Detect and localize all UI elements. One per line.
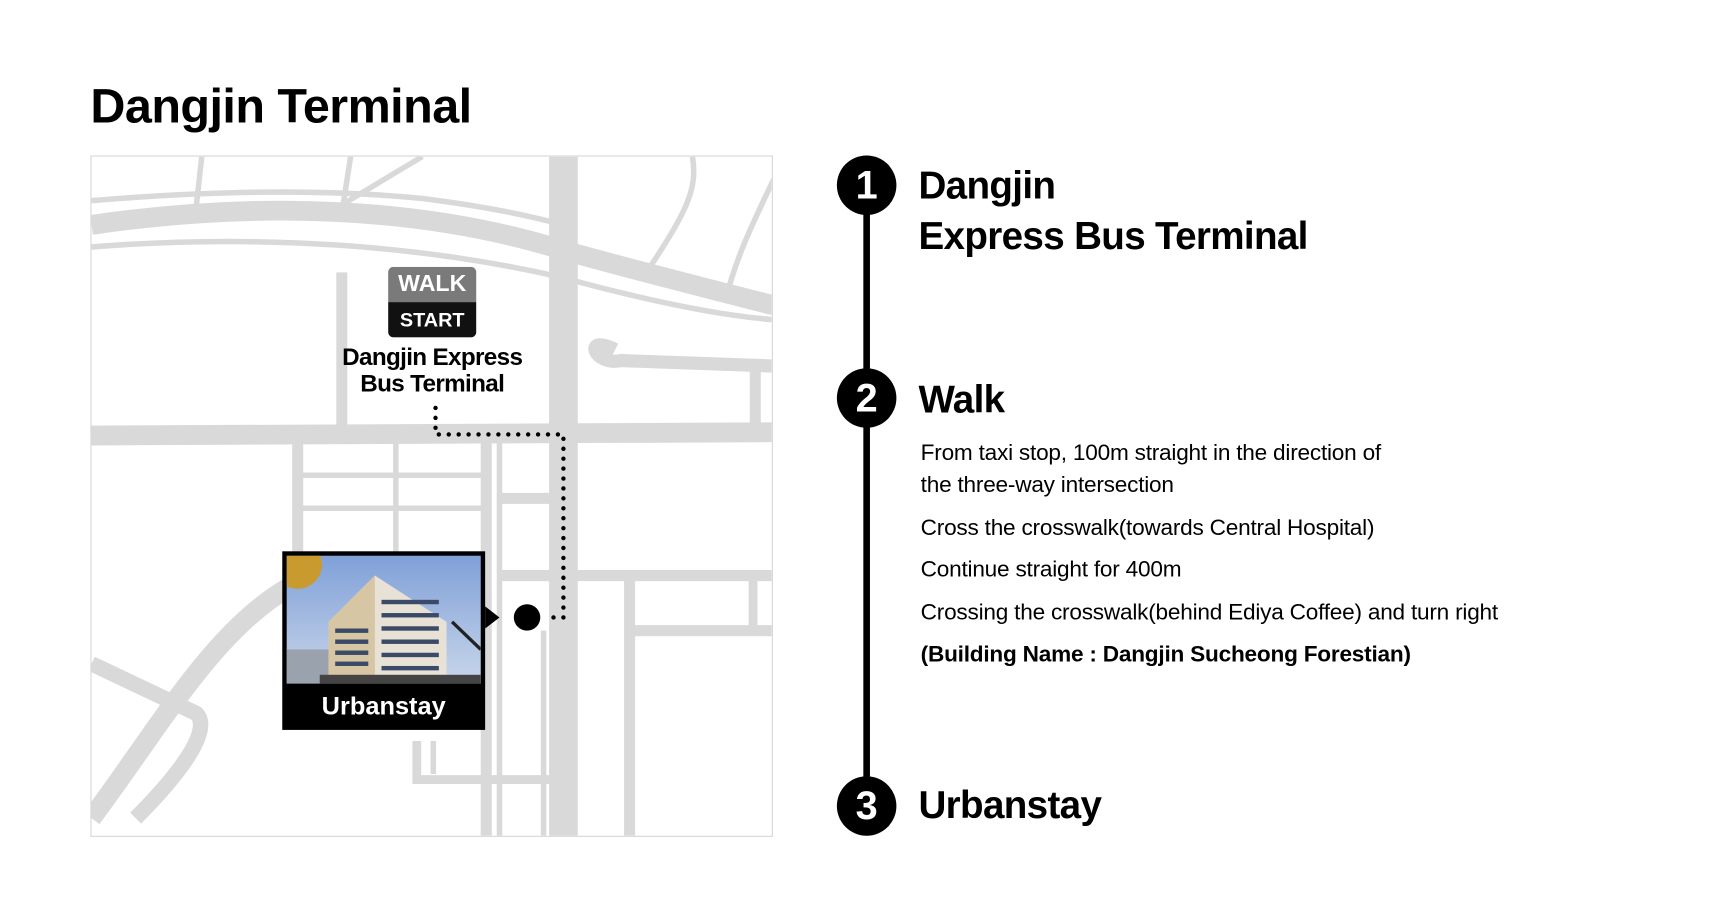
walk-badge-label: WALK xyxy=(388,266,477,303)
start-label-line: Bus Terminal xyxy=(360,369,505,397)
walking-route xyxy=(433,405,566,620)
start-badge-label: START xyxy=(388,302,477,338)
road-network xyxy=(91,156,772,836)
step-number-badge: 3 xyxy=(836,776,897,836)
road xyxy=(91,238,772,323)
road xyxy=(91,189,565,228)
step-number-badge: 2 xyxy=(836,368,897,428)
step-2-title: Walk xyxy=(918,378,1005,422)
road xyxy=(91,577,295,825)
road xyxy=(640,156,697,280)
step-title-line: Express Bus Terminal xyxy=(918,215,1308,259)
pointer-arrow-icon xyxy=(485,606,500,629)
destination-label: Urbanstay xyxy=(321,691,446,720)
step-1-title: Dangjin Express Bus Terminal xyxy=(918,161,1308,262)
building-photo xyxy=(286,555,481,684)
instruction-text: Continue straight for 400m xyxy=(920,556,1182,583)
road xyxy=(588,338,772,373)
instruction-text: Crossing the crosswalk(behind Ediya Coff… xyxy=(920,599,1499,626)
road xyxy=(340,156,354,207)
road xyxy=(412,740,555,784)
road xyxy=(193,156,205,207)
start-label-line: Dangjin Express xyxy=(342,342,523,371)
road xyxy=(91,200,772,316)
route-map: WALK START Dangjin Express Bus Terminal xyxy=(90,155,773,837)
destination-photo-card: Urbanstay xyxy=(282,551,486,730)
page-title: Dangjin Terminal xyxy=(90,79,472,134)
instruction-text: From taxi stop, 100m straight in the dir… xyxy=(920,439,1382,466)
building-illustration xyxy=(286,555,481,684)
instruction-text: the three-way intersection xyxy=(920,471,1174,498)
start-location-label: Dangjin Express Bus Terminal xyxy=(301,342,563,397)
step-title-line: Dangjin xyxy=(918,164,1056,208)
road xyxy=(338,156,424,209)
road xyxy=(91,656,209,824)
timeline-line xyxy=(863,185,870,807)
step-number-badge: 1 xyxy=(836,155,897,216)
building-name-note: (Building Name : Dangjin Sucheong Forest… xyxy=(920,641,1411,668)
instruction-text: Cross the crosswalk(towards Central Hosp… xyxy=(920,514,1375,541)
destination-dot xyxy=(513,604,541,631)
road xyxy=(91,422,772,446)
road xyxy=(722,177,772,301)
step-3-title: Urbanstay xyxy=(918,783,1102,827)
walk-start-badge: WALK START xyxy=(388,266,477,338)
